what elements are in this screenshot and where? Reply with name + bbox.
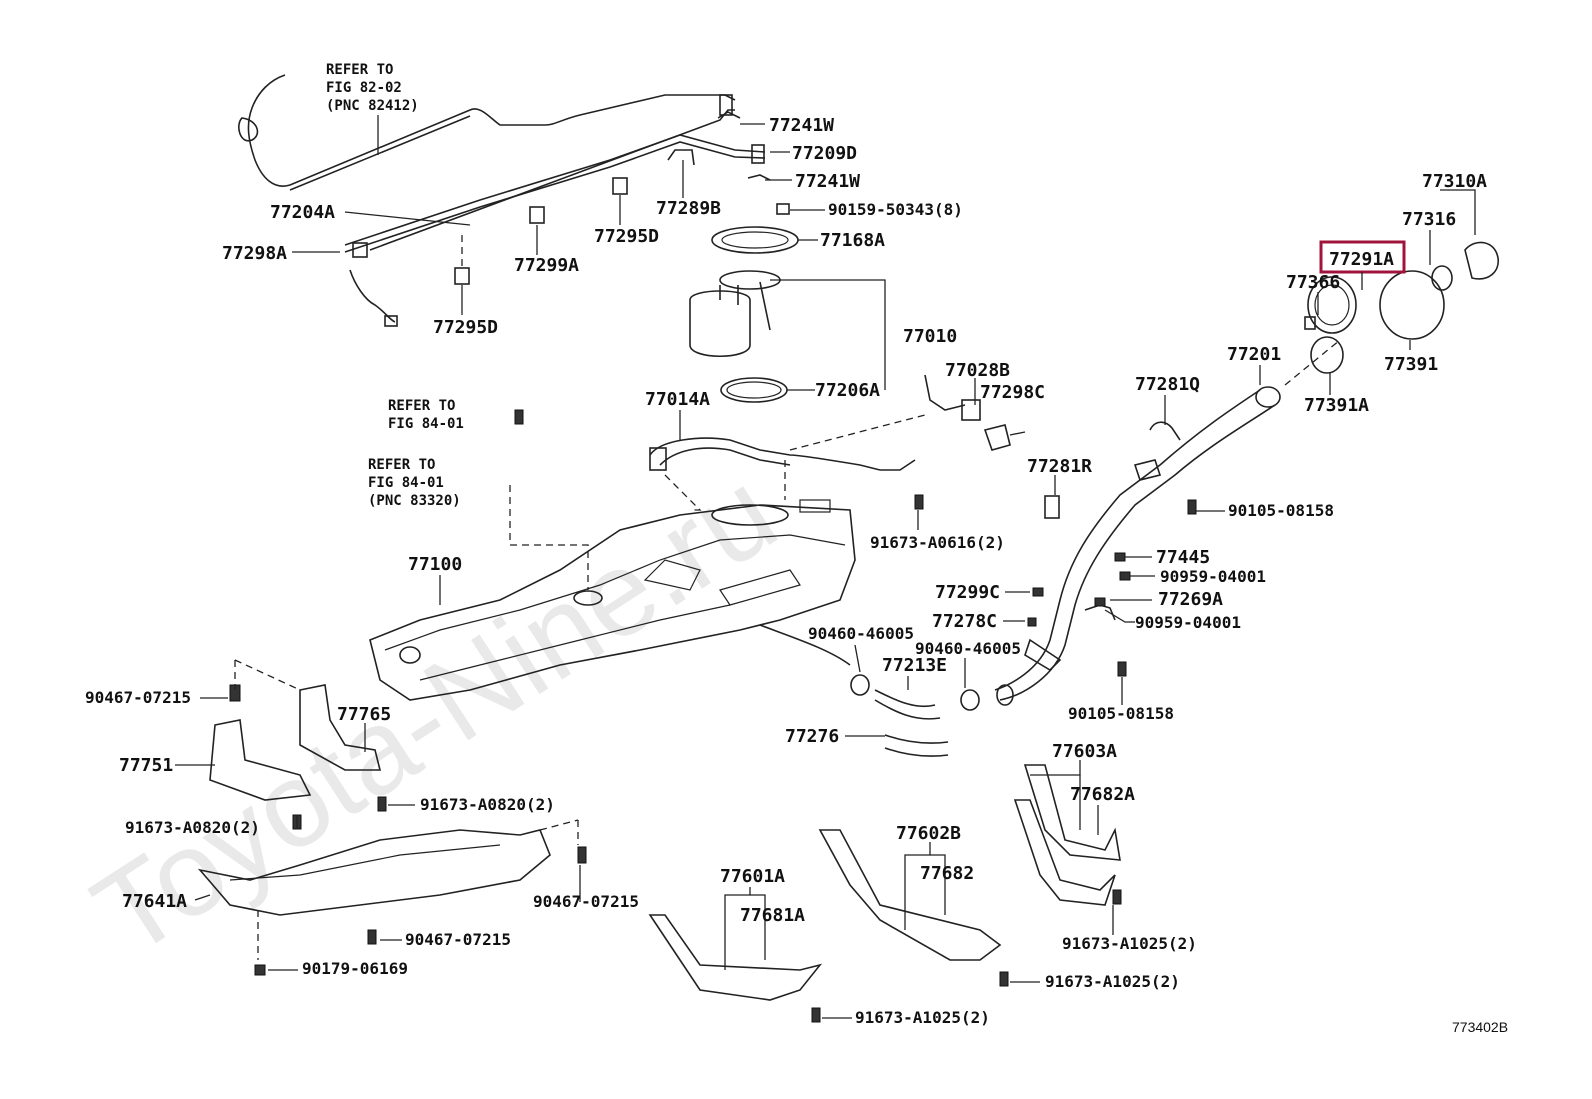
part-label[interactable]: 77310A — [1422, 171, 1487, 192]
part-label[interactable]: 77281Q — [1135, 374, 1200, 395]
part-label[interactable]: 90959-04001 — [1135, 613, 1241, 632]
part-label[interactable]: 77641A — [122, 891, 187, 912]
part-label[interactable]: 77201 — [1227, 344, 1281, 365]
part-label[interactable]: 90467-07215 — [85, 688, 191, 707]
part-label[interactable]: 77391A — [1304, 395, 1369, 416]
part-label[interactable]: 77100 — [408, 554, 462, 575]
part-label[interactable]: 90467-07215 — [533, 892, 639, 911]
lower-hose-assembly — [759, 624, 980, 757]
note-fig84a-line2: FIG 84-01 — [388, 416, 464, 432]
vent-hose-assembly — [649, 374, 1011, 511]
part-label[interactable]: 91673-A0820(2) — [420, 795, 555, 814]
part-label[interactable]: 77602B — [896, 823, 961, 844]
part-label[interactable]: 77316 — [1402, 209, 1456, 230]
note-fig84b: REFER TO FIG 84-01 (PNC 83320) — [368, 457, 461, 509]
part-label[interactable]: 91673-A1025(2) — [855, 1008, 990, 1027]
part-label[interactable]: 91673-A1025(2) — [1045, 972, 1180, 991]
part-label[interactable]: 90460-46005 — [808, 624, 914, 643]
part-label[interactable]: 77206A — [815, 380, 880, 401]
part-label[interactable]: 90105-08158 — [1068, 704, 1174, 723]
part-labels: 77241W 77209D 77241W 90159-50343(8) 7728… — [85, 115, 1487, 1027]
part-label[interactable]: 77281R — [1027, 456, 1092, 477]
part-label[interactable]: 77299C — [935, 582, 1000, 603]
part-label[interactable]: 77289B — [656, 198, 721, 219]
part-label[interactable]: 77601A — [720, 866, 785, 887]
part-label[interactable]: 90467-07215 — [405, 930, 511, 949]
figure-id: 773402B — [1452, 1019, 1508, 1035]
part-label[interactable]: 77213E — [882, 655, 947, 676]
fuel-pump-assembly — [689, 203, 799, 403]
part-label[interactable]: 77298A — [222, 243, 287, 264]
part-label[interactable]: 77603A — [1052, 741, 1117, 762]
part-label[interactable]: 77298C — [980, 382, 1045, 403]
part-label[interactable]: 90105-08158 — [1228, 501, 1334, 520]
part-label[interactable]: 77241W — [795, 171, 860, 192]
leader-lines — [175, 115, 1476, 1019]
fuel-cap-assembly — [1304, 240, 1499, 374]
fuel-line-assembly — [238, 74, 771, 327]
part-label[interactable]: 77168A — [820, 230, 885, 251]
part-label[interactable]: 90460-46005 — [915, 639, 1021, 658]
note-fig84b-line2: FIG 84-01 — [368, 475, 444, 491]
part-label[interactable]: 77209D — [792, 143, 857, 164]
part-label[interactable]: 77028B — [945, 360, 1010, 381]
part-label[interactable]: 90959-04001 — [1160, 567, 1266, 586]
part-label[interactable]: 77295D — [594, 226, 659, 247]
part-label[interactable]: 77765 — [337, 704, 391, 725]
part-label[interactable]: 77299A — [514, 255, 579, 276]
fuel-tank — [369, 499, 856, 701]
part-label[interactable]: 91673-A1025(2) — [1062, 934, 1197, 953]
part-label[interactable]: 77445 — [1156, 547, 1210, 568]
part-label[interactable]: 90159-50343(8) — [828, 200, 963, 219]
fasteners — [229, 409, 1197, 1023]
note-fig84a-line1: REFER TO — [388, 398, 455, 414]
part-label[interactable]: 77276 — [785, 726, 839, 747]
note-fig84b-line3: (PNC 83320) — [368, 493, 461, 509]
note-fig82-line3: (PNC 82412) — [326, 98, 419, 114]
part-label[interactable]: 77682A — [1070, 784, 1135, 805]
reference-lines — [234, 485, 589, 960]
filler-pipe-assembly — [994, 339, 1341, 706]
part-label[interactable]: 77391 — [1384, 354, 1438, 375]
part-label[interactable]: 77269A — [1158, 589, 1223, 610]
bracket-assembly — [197, 684, 1121, 1001]
part-label[interactable]: 77278C — [932, 611, 997, 632]
note-fig82-line1: REFER TO — [326, 62, 393, 78]
note-fig82-line2: FIG 82-02 — [326, 80, 402, 96]
part-label[interactable]: 77204A — [270, 202, 335, 223]
part-label[interactable]: 91673-A0616(2) — [870, 533, 1005, 552]
part-label[interactable]: 77010 — [903, 326, 957, 347]
part-label[interactable]: 77366 — [1286, 272, 1340, 293]
part-label[interactable]: 77682 — [920, 863, 974, 884]
note-fig84a: REFER TO FIG 84-01 — [388, 398, 464, 432]
note-fig82: REFER TO FIG 82-02 (PNC 82412) — [326, 62, 419, 114]
part-label[interactable]: 77295D — [433, 317, 498, 338]
part-label-highlighted[interactable]: 77291A — [1329, 249, 1394, 270]
part-label[interactable]: 77681A — [740, 905, 805, 926]
note-fig84b-line1: REFER TO — [368, 457, 435, 473]
part-label[interactable]: 77751 — [119, 755, 173, 776]
part-label[interactable]: 77241W — [769, 115, 834, 136]
part-label[interactable]: 90179-06169 — [302, 959, 408, 978]
part-label[interactable]: 91673-A0820(2) — [125, 818, 260, 837]
part-label[interactable]: 77014A — [645, 389, 710, 410]
